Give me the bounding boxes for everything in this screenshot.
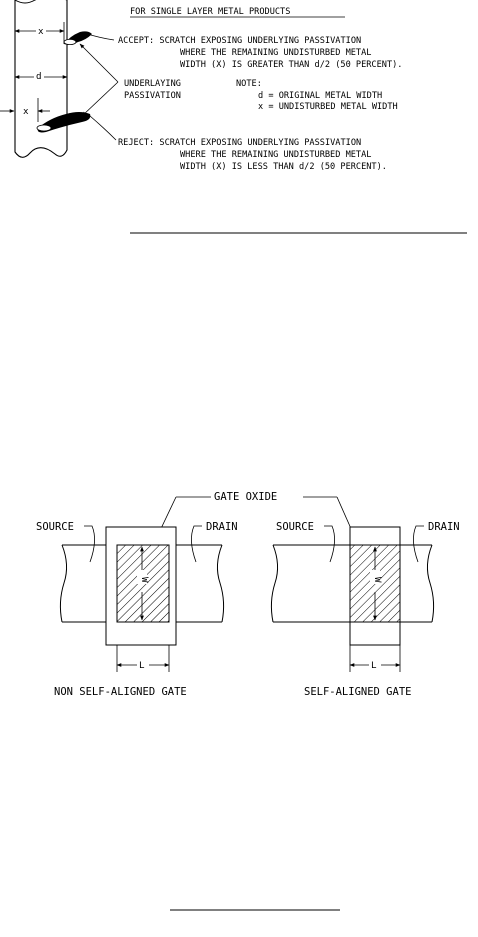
passivation-line-1: UNDERLAYING [124, 79, 181, 89]
length-label-right: L [371, 660, 377, 671]
note-line-d: d = ORIGINAL METAL WIDTH [258, 91, 382, 101]
reject-line-3: WIDTH (X) IS LESS THAN d/2 (50 PERCENT). [180, 162, 387, 172]
caption-right: SELF-ALIGNED GATE [304, 686, 411, 698]
note-line-x: x = UNDISTURBED METAL WIDTH [258, 102, 398, 112]
dim-d: d [36, 71, 42, 82]
length-label-left: L [139, 660, 145, 671]
drain-label-left: DRAIN [206, 521, 238, 533]
non-self-aligned-gate-structure: W L SOURCE DRAIN NON SELF-ALIGNED GATE [36, 521, 238, 698]
dim-x-top: x [38, 26, 44, 37]
width-label-right: W [372, 577, 383, 583]
reject-line-2: WHERE THE REMAINING UNDISTURBED METAL [180, 150, 371, 160]
caption-left: NON SELF-ALIGNED GATE [54, 686, 187, 698]
reject-line-1: REJECT: SCRATCH EXPOSING UNDERLYING PASS… [118, 138, 361, 148]
metal-strip [14, 0, 68, 158]
figure-1-heading: FOR SINGLE LAYER METAL PRODUCTS [130, 7, 290, 17]
drain-label-right: DRAIN [428, 521, 460, 533]
gate-oxide-label: GATE OXIDE [214, 491, 277, 503]
accept-line-3: WIDTH (X) IS GREATER THAN d/2 (50 PERCEN… [180, 60, 402, 70]
source-label-right: SOURCE [276, 521, 314, 533]
figure-2-gate-structures: GATE OXIDE W L SOURCE DRAIN [36, 491, 460, 698]
figure-1-metal-scratch: x d x FOR SINGLE LAYER METAL PRODUCTS AC… [0, 0, 402, 172]
source-label-left: SOURCE [36, 521, 74, 533]
self-aligned-gate-structure: W L SOURCE DRAIN SELF-ALIGNED GATE [270, 521, 460, 698]
accept-line-2: WHERE THE REMAINING UNDISTURBED METAL [180, 48, 371, 58]
passivation-line-2: PASSIVATION [124, 91, 181, 101]
dim-x-bottom: x [23, 106, 29, 117]
width-label-left: W [139, 577, 150, 583]
accept-line-1: ACCEPT: SCRATCH EXPOSING UNDERLYING PASS… [118, 36, 361, 46]
note-label: NOTE: [236, 79, 262, 89]
